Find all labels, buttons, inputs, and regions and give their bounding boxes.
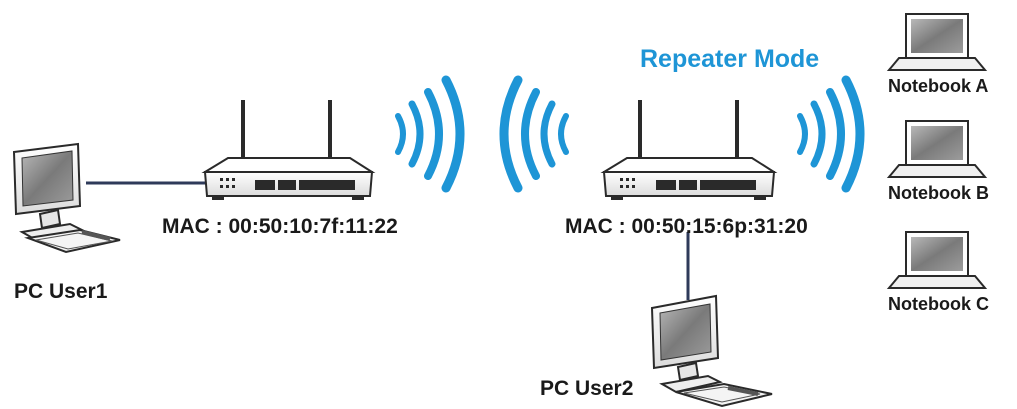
notebook-c-icon — [886, 231, 988, 289]
notebook-a-label: Notebook A — [888, 76, 989, 96]
pc-user2-label: PC User2 — [540, 377, 634, 400]
pc-user2-icon — [650, 294, 773, 408]
notebook-b-icon — [886, 120, 988, 178]
router1-wifi-waves — [395, 75, 465, 193]
router2-icon — [600, 100, 778, 200]
pc-user1-label: PC User1 — [14, 280, 108, 303]
router1-mac-label: MAC : 00:50:10:7f:11:22 — [162, 215, 398, 238]
notebook-a-icon — [886, 13, 988, 71]
pc-user1-icon — [12, 142, 121, 254]
router2-wifi-waves-right — [797, 75, 865, 193]
notebook-c-label: Notebook C — [888, 294, 989, 314]
router2-wifi-waves-left — [499, 75, 569, 193]
router2-mac-label: MAC : 00:50:15:6p:31:20 — [565, 215, 808, 238]
notebook-b-label: Notebook B — [888, 183, 989, 203]
mode-title: Repeater Mode — [640, 45, 820, 73]
router1-icon — [201, 100, 376, 200]
